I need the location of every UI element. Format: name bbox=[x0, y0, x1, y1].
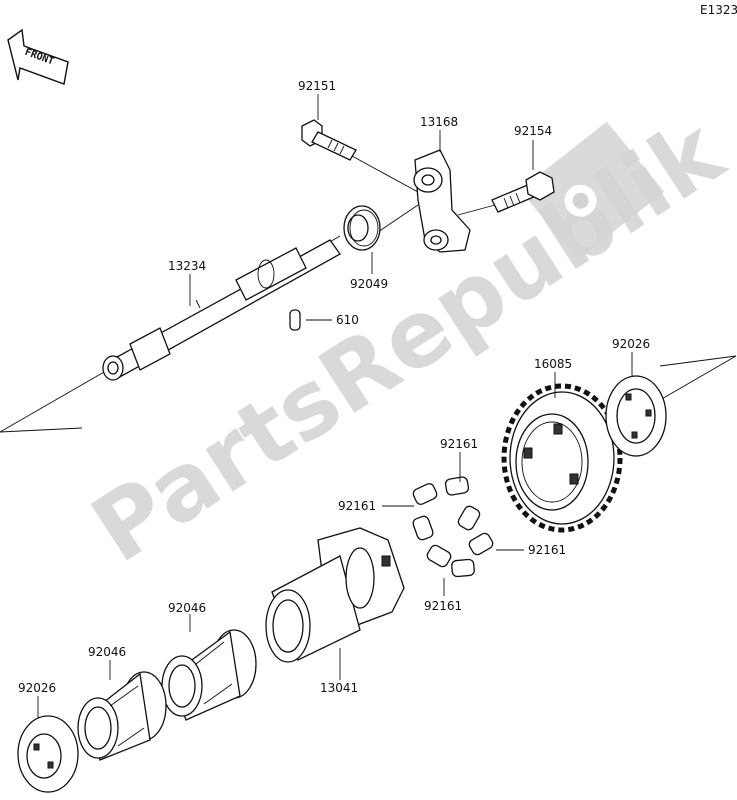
diagram-code: E1323 bbox=[700, 3, 737, 17]
shaft-13234 bbox=[102, 239, 341, 381]
bolt-92154 bbox=[491, 171, 555, 213]
part-label-92046-lower: 92046 bbox=[88, 645, 126, 659]
part-label-92151: 92151 bbox=[298, 79, 336, 93]
part-label-92161-top: 92161 bbox=[440, 437, 478, 451]
needle-bearing-92046-upper bbox=[161, 629, 257, 721]
washer-92026-right bbox=[605, 375, 667, 457]
part-label-16085: 16085 bbox=[534, 357, 572, 371]
lever-arm-13168 bbox=[413, 149, 471, 253]
part-label-13041: 13041 bbox=[320, 681, 358, 695]
part-label-610: 610 bbox=[336, 313, 359, 327]
watermark-gear-flag-icon bbox=[520, 121, 665, 261]
part-label-13168: 13168 bbox=[420, 115, 458, 129]
part-label-92161-right: 92161 bbox=[528, 543, 566, 557]
part-label-92154: 92154 bbox=[514, 124, 552, 138]
bolt-92151 bbox=[301, 119, 357, 161]
part-label-92026-right: 92026 bbox=[612, 337, 650, 351]
part-label-13234: 13234 bbox=[168, 259, 206, 273]
part-label-92161-bottom: 92161 bbox=[424, 599, 462, 613]
part-label-92161-left: 92161 bbox=[338, 499, 376, 513]
part-labels: 92151 13168 92154 13234 92049 610 16085 … bbox=[18, 79, 650, 695]
oil-seal-92049 bbox=[343, 205, 381, 251]
part-label-92049: 92049 bbox=[350, 277, 388, 291]
part-label-92046-upper: 92046 bbox=[168, 601, 206, 615]
roller-set-92161 bbox=[412, 476, 494, 578]
washer-92026-left bbox=[17, 715, 79, 793]
label-leaders bbox=[37, 94, 633, 718]
pin-610 bbox=[289, 309, 301, 331]
part-label-92026-left: 92026 bbox=[18, 681, 56, 695]
housing-13041 bbox=[265, 527, 405, 663]
front-arrow-icon: FRONT bbox=[7, 28, 69, 85]
needle-bearing-92046-lower bbox=[77, 671, 167, 761]
gear-16085 bbox=[501, 383, 623, 533]
